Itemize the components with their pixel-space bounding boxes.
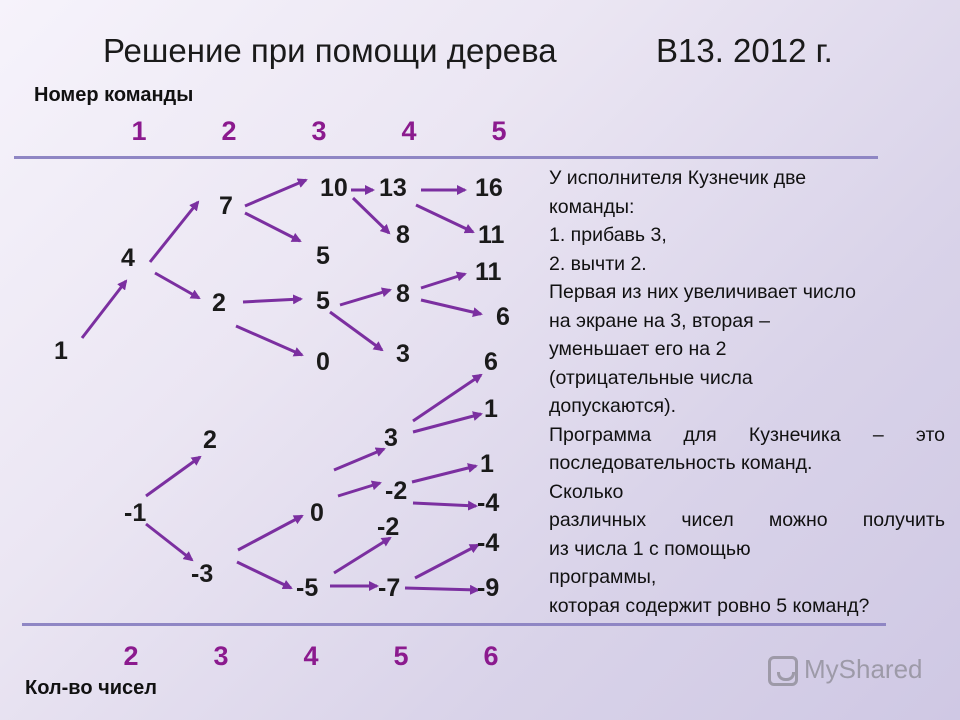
arrow xyxy=(237,514,304,552)
arrow xyxy=(412,411,483,434)
tree-node: -4 xyxy=(477,529,500,557)
description-line: (отрицательные числа xyxy=(549,366,753,389)
tree-node: 5 xyxy=(316,242,330,270)
top-divider xyxy=(14,156,878,159)
description-line: уменьшает его на 2 xyxy=(549,338,727,360)
tree-node: 2 xyxy=(212,289,226,317)
description-line: команды: xyxy=(549,195,635,218)
tree-node: 6 xyxy=(496,303,510,331)
tree-node: 0 xyxy=(316,348,330,376)
count-number-4: 4 xyxy=(303,641,319,671)
tree-node: 16 xyxy=(475,174,503,202)
tree-node: -9 xyxy=(477,574,500,602)
slide-title: Решение при помощи дерева xyxy=(103,32,557,69)
tree-node: 3 xyxy=(396,340,410,368)
command-number-5: 5 xyxy=(491,116,507,146)
tree-node: 7 xyxy=(219,192,233,220)
tree-node: 2 xyxy=(203,426,217,454)
tree-node: -2 xyxy=(377,513,400,541)
bottom-divider xyxy=(22,623,886,626)
tree-node: 0 xyxy=(310,499,324,527)
description-line: Первая из них увеличивает число xyxy=(549,281,856,303)
description-line: различных чисел можно получить xyxy=(549,509,945,531)
arrow xyxy=(244,178,308,208)
tree-node: 1 xyxy=(484,395,498,423)
arrow xyxy=(145,522,194,562)
description-line: допускаются). xyxy=(549,395,676,417)
tree-node: 8 xyxy=(396,221,410,249)
arrow xyxy=(351,196,391,235)
arrow xyxy=(420,271,467,290)
tree-node: 3 xyxy=(384,424,398,452)
myshared-logo-icon xyxy=(768,656,798,687)
arrow xyxy=(404,584,480,595)
tree-node: 4 xyxy=(121,244,135,272)
tree-node: -7 xyxy=(378,574,401,602)
task-code: В13. 2012 г. xyxy=(656,32,833,69)
description-line: программы, xyxy=(549,566,657,588)
tree-node: 11 xyxy=(478,221,505,249)
arrow xyxy=(420,298,483,318)
tree-node: -4 xyxy=(477,489,500,517)
arrow xyxy=(412,500,478,511)
command-number-1: 1 xyxy=(131,116,147,146)
arrow xyxy=(154,271,201,300)
description-line: У исполнителя Кузнечик две xyxy=(549,167,807,189)
arrow xyxy=(412,373,483,423)
command-number-3: 3 xyxy=(311,116,327,146)
tree-node: -2 xyxy=(385,477,408,505)
tree-node: 5 xyxy=(316,287,330,315)
description-line: 1. прибавь 3, xyxy=(549,224,667,246)
command-number-label: Номер команды xyxy=(34,84,194,106)
arrow xyxy=(411,463,478,484)
tree-node: 1 xyxy=(480,450,494,478)
tree-node: 8 xyxy=(396,280,410,308)
count-number-6: 6 xyxy=(483,641,499,671)
description-line: Программа для Кузнечика – это xyxy=(549,423,945,446)
command-number-2: 2 xyxy=(221,116,237,146)
description-line: из числа 1 с помощью xyxy=(549,537,751,560)
arrow xyxy=(333,536,392,575)
count-number-5: 5 xyxy=(393,641,409,671)
tree-node: -3 xyxy=(191,560,214,588)
arrow xyxy=(244,211,302,243)
arrow xyxy=(80,279,128,339)
description-line: 2. вычти 2. xyxy=(549,252,647,275)
arrow xyxy=(337,480,382,498)
tree-node: -1 xyxy=(124,499,147,527)
watermark-text: MyShared xyxy=(804,654,923,684)
tree-node: 1 xyxy=(54,337,68,365)
tree-node: -5 xyxy=(296,574,319,602)
arrow xyxy=(415,203,475,234)
arrow xyxy=(414,543,480,580)
arrow xyxy=(329,310,384,352)
command-number-4: 4 xyxy=(401,116,417,146)
tree-node: 13 xyxy=(379,174,407,202)
tree-node: 11 xyxy=(475,258,502,286)
arrow xyxy=(145,455,202,498)
arrow xyxy=(236,560,293,590)
description-line: которая содержит ровно 5 команд? xyxy=(549,594,870,617)
arrow xyxy=(235,324,304,357)
arrow xyxy=(339,287,392,307)
task-description: У исполнителя Кузнечик две команды: 1. п… xyxy=(549,164,954,620)
count-number-2: 2 xyxy=(123,641,139,671)
description-line: Сколько xyxy=(549,480,624,503)
count-label: Кол-во чисел xyxy=(25,677,157,699)
arrow xyxy=(242,294,303,305)
description-line: на экране на 3, вторая – xyxy=(549,309,770,332)
watermark: MyShared xyxy=(768,654,923,687)
arrow xyxy=(333,447,386,472)
arrow xyxy=(148,200,200,263)
count-number-3: 3 xyxy=(213,641,229,671)
tree-node: 10 xyxy=(320,174,348,202)
description-line: последовательность команд. xyxy=(549,452,813,474)
tree-node: 6 xyxy=(484,348,498,376)
